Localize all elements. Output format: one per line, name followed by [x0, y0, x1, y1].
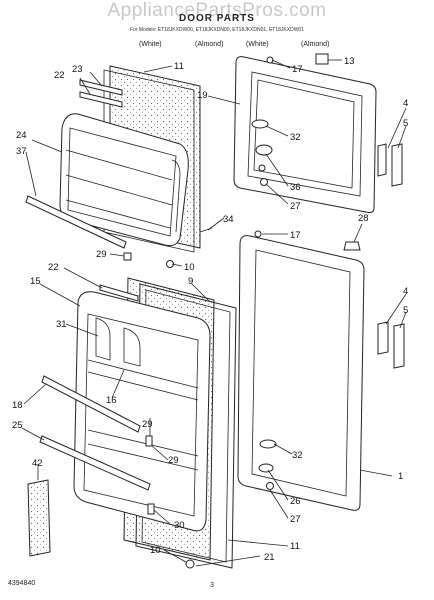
callout: 36	[290, 182, 301, 193]
callout: 15	[30, 276, 41, 287]
plug	[315, 53, 329, 65]
callout: 11	[174, 61, 184, 72]
freezer-outer-door	[233, 56, 377, 213]
callout: 22	[54, 70, 65, 81]
model-list: For Models: ET18JKXDW00, ET18JKXDN00, ET…	[130, 27, 304, 33]
fresh-food-handle-parts	[377, 321, 405, 369]
callout-labels: 11 23 22 24 37 19 17 13 4 5 32 36 27 34 …	[12, 56, 408, 563]
callout: 29	[96, 249, 107, 260]
callout: 17	[290, 230, 301, 241]
leader-lines	[21, 59, 407, 567]
freezer-handle-parts	[377, 143, 403, 187]
callout: 5	[403, 305, 408, 316]
callout: 10	[150, 545, 161, 556]
variant-label: (Almond)	[195, 41, 224, 48]
door-shelf-bar	[39, 435, 151, 491]
callout: 27	[290, 201, 301, 212]
callout: 9	[188, 276, 193, 287]
page-number: 3	[210, 582, 214, 589]
callout: 4	[403, 286, 408, 297]
watermark: AppliancePartsPros.com	[107, 0, 327, 21]
diagram-title: DOOR PARTS	[179, 13, 255, 24]
callout: 42	[32, 458, 43, 469]
clip	[147, 503, 155, 515]
fresh-food-outer-door	[237, 235, 365, 511]
callout: 18	[12, 400, 23, 411]
callout: 32	[292, 450, 303, 461]
freezer-hinge-parts	[251, 119, 273, 186]
callout: 30	[174, 520, 185, 531]
callout: 21	[264, 552, 275, 563]
callout: 24	[16, 130, 27, 141]
document-number: 4394840	[8, 580, 36, 587]
callout: 37	[16, 146, 27, 157]
callout: 13	[344, 56, 355, 67]
freezer-door-shelf-strips	[79, 79, 123, 108]
callout: 10	[184, 262, 195, 273]
callout: 26	[290, 496, 301, 507]
screw	[185, 559, 195, 569]
plug	[343, 241, 361, 251]
callout: 5	[403, 118, 408, 129]
fresh-food-inner-door	[73, 291, 211, 532]
callout: 29	[168, 455, 179, 466]
fresh-food-hinge-parts	[258, 439, 277, 490]
callout: 28	[358, 213, 369, 224]
callout: 16	[106, 395, 117, 406]
callout: 32	[290, 132, 301, 143]
door-shelf-bar	[41, 375, 141, 433]
variant-label: (White)	[139, 41, 162, 48]
clip	[123, 252, 132, 261]
freezer-shelf-bar	[25, 195, 127, 249]
variant-label: (White)	[246, 41, 269, 48]
callout: 4	[403, 98, 408, 109]
callout: 31	[56, 319, 67, 330]
callout: 22	[48, 262, 59, 273]
screw	[266, 56, 274, 64]
callout: 19	[197, 90, 208, 101]
callout: 17	[292, 64, 303, 75]
variant-label: (Almond)	[301, 41, 330, 48]
trim-piece	[27, 479, 51, 557]
callout: 25	[12, 420, 23, 431]
callout: 27	[290, 514, 301, 525]
callout: 11	[290, 541, 300, 552]
door-strip	[99, 284, 139, 302]
callout: 1	[398, 471, 403, 482]
callout: 29	[142, 419, 153, 430]
callout: 34	[223, 214, 234, 225]
callout: 23	[72, 64, 83, 75]
clip	[145, 435, 153, 447]
screw	[254, 230, 262, 238]
